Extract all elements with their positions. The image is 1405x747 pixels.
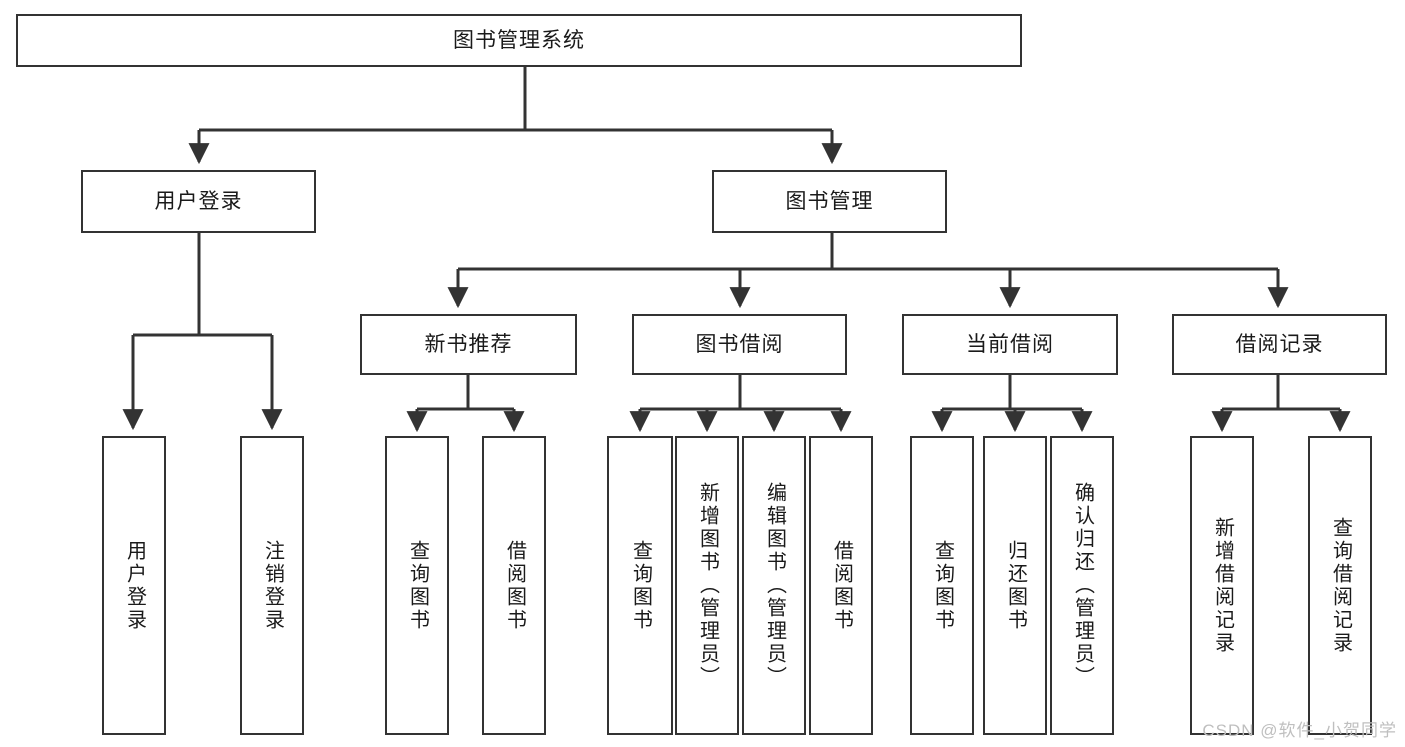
node-leaf-newbook-borrow[interactable]: 借阅图书 <box>482 436 546 735</box>
node-leaf-borrow-add-book-admin[interactable]: 新增图书（管理员） <box>675 436 739 735</box>
node-book-borrowing[interactable]: 图书借阅 <box>632 314 847 375</box>
node-label: 图书管理系统 <box>453 28 585 52</box>
node-label: 用户登录 <box>123 539 146 632</box>
node-leaf-borrow-book[interactable]: 借阅图书 <box>809 436 873 735</box>
node-label: 图书管理 <box>785 189 874 213</box>
node-label: 用户登录 <box>154 189 243 213</box>
node-root-system[interactable]: 图书管理系统 <box>16 14 1022 67</box>
watermark: CSDN @软件_小贺同学 <box>1202 721 1397 740</box>
node-label: 借阅图书 <box>503 539 526 632</box>
node-label: 确认归还（管理员） <box>1071 482 1094 689</box>
node-leaf-record-add[interactable]: 新增借阅记录 <box>1190 436 1254 735</box>
node-leaf-current-query[interactable]: 查询图书 <box>910 436 974 735</box>
node-book-management[interactable]: 图书管理 <box>712 170 947 233</box>
node-label: 查询图书 <box>629 539 652 632</box>
node-new-book-recommendation[interactable]: 新书推荐 <box>360 314 577 375</box>
node-label: 归还图书 <box>1004 539 1027 632</box>
node-current-borrowing[interactable]: 当前借阅 <box>902 314 1118 375</box>
node-leaf-borrow-edit-book-admin[interactable]: 编辑图书（管理员） <box>742 436 806 735</box>
node-label: 注销登录 <box>261 539 284 632</box>
node-leaf-borrow-query[interactable]: 查询图书 <box>607 436 673 735</box>
node-label: 编辑图书（管理员） <box>763 482 786 689</box>
node-label: 查询图书 <box>931 539 954 632</box>
node-leaf-newbook-query[interactable]: 查询图书 <box>385 436 449 735</box>
node-user-login[interactable]: 用户登录 <box>81 170 316 233</box>
node-leaf-user-login[interactable]: 用户登录 <box>102 436 166 735</box>
node-leaf-user-logout[interactable]: 注销登录 <box>240 436 304 735</box>
node-label: 新增借阅记录 <box>1211 516 1234 655</box>
node-label: 查询借阅记录 <box>1329 516 1352 655</box>
node-label: 新增图书（管理员） <box>696 482 719 689</box>
node-label: 借阅记录 <box>1235 332 1324 356</box>
node-leaf-current-return[interactable]: 归还图书 <box>983 436 1047 735</box>
node-label: 查询图书 <box>406 539 429 632</box>
node-borrow-records[interactable]: 借阅记录 <box>1172 314 1387 375</box>
node-leaf-current-confirm-return-admin[interactable]: 确认归还（管理员） <box>1050 436 1114 735</box>
node-label: 借阅图书 <box>830 539 853 632</box>
node-leaf-record-query[interactable]: 查询借阅记录 <box>1308 436 1372 735</box>
node-label: 新书推荐 <box>424 332 513 356</box>
node-label: 当前借阅 <box>966 332 1054 356</box>
node-label: 图书借阅 <box>695 332 784 356</box>
